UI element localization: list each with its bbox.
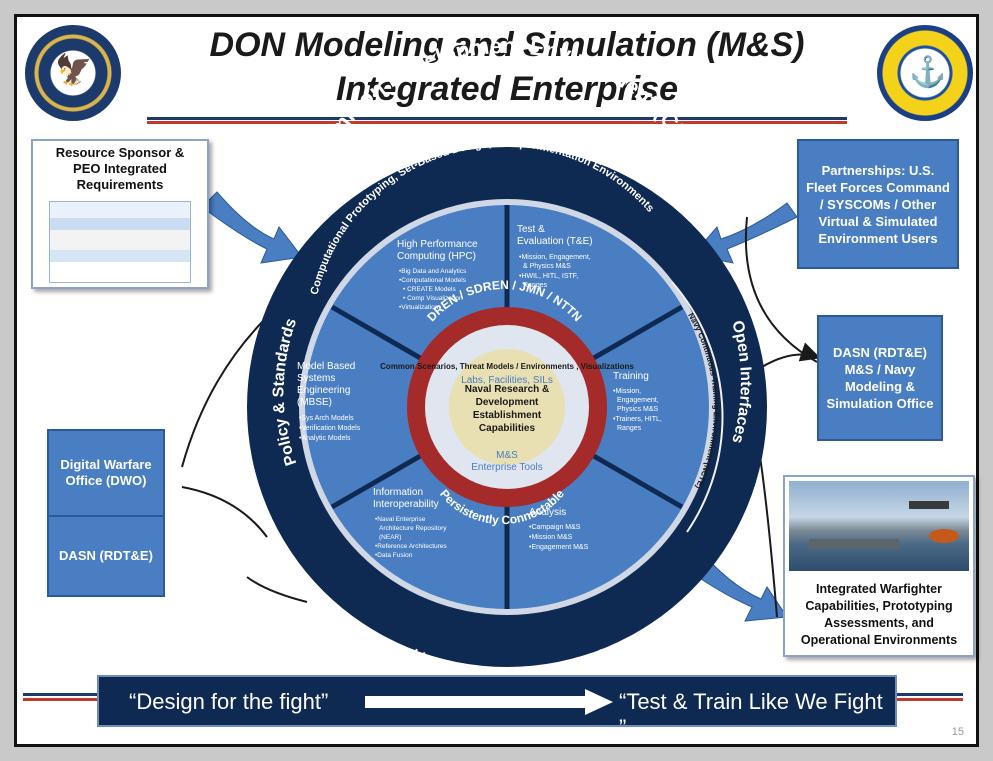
info-item-3: (NEAR) (379, 534, 401, 541)
sector-mbse: Model Based Systems Engineering (MBSE) •… (297, 361, 361, 442)
mbse-title-1: Model Based (297, 361, 355, 372)
motto-right: “Test & Train Like We Fight ” (619, 689, 883, 740)
hpc-item-3: • CREATE Models (403, 286, 456, 293)
hpc-title-2: Computing (HPC) (397, 251, 476, 262)
analysis-title: Analysis (529, 507, 566, 518)
motto-banner: “Design for the fight” “Test & Train Lik… (97, 675, 897, 740)
partnerships-label: Partnerships: U.S. Fleet Forces Command … (806, 162, 950, 246)
mbse-title-3: Engineering (297, 385, 350, 396)
hpc-item-5: •Virtualization (399, 304, 439, 311)
right-arrow-icon (365, 689, 613, 715)
scenarios-label: Common Scenarios, Threat Models / Enviro… (380, 362, 634, 371)
training-item-5: Ranges (617, 425, 642, 432)
sector-info: Information Interoperability •Naval Ente… (373, 487, 447, 559)
dasn-ms-label: DASN (RDT&E) M&S / Navy Modeling & Simul… (826, 345, 934, 411)
digital-warfare-office-label: Digital Warfare Office (DWO) (60, 457, 152, 488)
core-line-1: Naval Research & (465, 384, 550, 395)
info-item-2: Architecture Repository (379, 525, 447, 532)
page-number: 15 (951, 726, 964, 738)
mbse-title-2: Systems (297, 373, 335, 384)
info-item-1: •Naval Enterprise (375, 516, 426, 523)
te-title-2: Evaluation (T&E) (517, 236, 593, 247)
sector-te: Test & Evaluation (T&E) •Mission, Engage… (517, 224, 593, 289)
training-item-1: •Mission, (613, 388, 641, 395)
info-item-5: •Data Fusion (375, 552, 413, 559)
title-rule-red (147, 121, 847, 124)
dasn-rdte-label: DASN (RDT&E) (59, 548, 153, 563)
training-item-2: Engagement, (617, 397, 659, 404)
hpc-title-1: High Performance (397, 239, 478, 250)
analysis-item-3: •Engagement M&S (529, 544, 589, 551)
hpc-item-2: •Computational Models (399, 277, 467, 284)
info-item-4: •Reference Architectures (375, 543, 447, 550)
dasn-ms-box: DASN (RDT&E) M&S / Navy Modeling & Simul… (817, 315, 943, 441)
te-item-1: •Mission, Engagement, (519, 254, 591, 261)
resource-sponsor-box: Resource Sponsor & PEO Integrated Requir… (31, 139, 209, 289)
asn-rda-seal-icon: ⚓ (877, 25, 973, 121)
page-title: DON Modeling and Simulation (M&S) Integr… (167, 23, 847, 111)
te-item-3: •HWIL, HITL, ISTF, (519, 273, 578, 280)
integrated-capabilities-box: Integrated Warfighter Capabilities, Prot… (783, 475, 975, 657)
te-item-2: & Physics M&S (523, 263, 571, 270)
analysis-item-1: •Campaign M&S (529, 524, 581, 531)
analysis-item-2: •Mission M&S (529, 534, 573, 541)
te-item-4: Ranges (523, 282, 548, 289)
core-line-3: Establishment (473, 410, 542, 421)
navy-eagle-seal-icon: 🦅 (25, 25, 121, 121)
partnerships-box: Partnerships: U.S. Fleet Forces Command … (797, 139, 959, 269)
info-title-1: Information (373, 487, 423, 498)
training-item-3: Physics M&S (617, 406, 659, 413)
sector-analysis: Analysis •Campaign M&S •Mission M&S •Eng… (529, 507, 589, 551)
hpc-item-4: • Comp Visualization (403, 295, 463, 302)
ms-tools-line-1: M&S (496, 450, 518, 461)
core-circle (449, 349, 565, 465)
training-title: Training (613, 371, 649, 382)
integrated-capabilities-label: Integrated Warfighter Capabilities, Prot… (800, 582, 958, 647)
core-line-2: Development (476, 397, 539, 408)
sector-training: Training •Mission, Engagement, Physics M… (613, 371, 662, 432)
warfighter-photo (789, 481, 969, 571)
slide: 🦅 ⚓ DON Modeling and Simulation (M&S) In… (14, 14, 979, 747)
resource-sponsor-label: Resource Sponsor & PEO Integrated Requir… (55, 145, 185, 192)
mbse-item-2: •Verification Models (299, 425, 361, 432)
requirements-chart-thumbnail (49, 201, 191, 283)
title-rule-blue (147, 117, 847, 120)
core-text: Naval Research & Development Establishme… (465, 384, 550, 434)
labs-label: Labs, Facilities, SILs (461, 375, 553, 386)
core-line-4: Capabilities (479, 423, 536, 434)
ms-tools-line-2: Enterprise Tools (471, 462, 543, 473)
dasn-rdte-box: DASN (RDT&E) (47, 515, 165, 597)
enterprise-diagram: Common Development Environment (CDE) Com… (181, 33, 821, 684)
sector-hpc: High Performance Computing (HPC) •Big Da… (397, 239, 478, 311)
hpc-item-1: •Big Data and Analytics (399, 268, 467, 275)
te-title-1: Test & (517, 224, 545, 235)
mbse-title-4: (MBSE) (297, 397, 332, 408)
motto-left: “Design for the fight” (129, 689, 329, 714)
title-line-2: Integrated Enterprise (336, 70, 678, 108)
mbse-item-3: •Analytic Models (299, 435, 351, 442)
info-title-2: Interoperability (373, 499, 439, 510)
mbse-item-1: •Sys Arch Models (299, 415, 354, 422)
training-item-4: •Trainers, HITL, (613, 416, 662, 423)
digital-warfare-office-box: Digital Warfare Office (DWO) (47, 429, 165, 517)
title-line-1: DON Modeling and Simulation (M&S) (209, 26, 805, 64)
